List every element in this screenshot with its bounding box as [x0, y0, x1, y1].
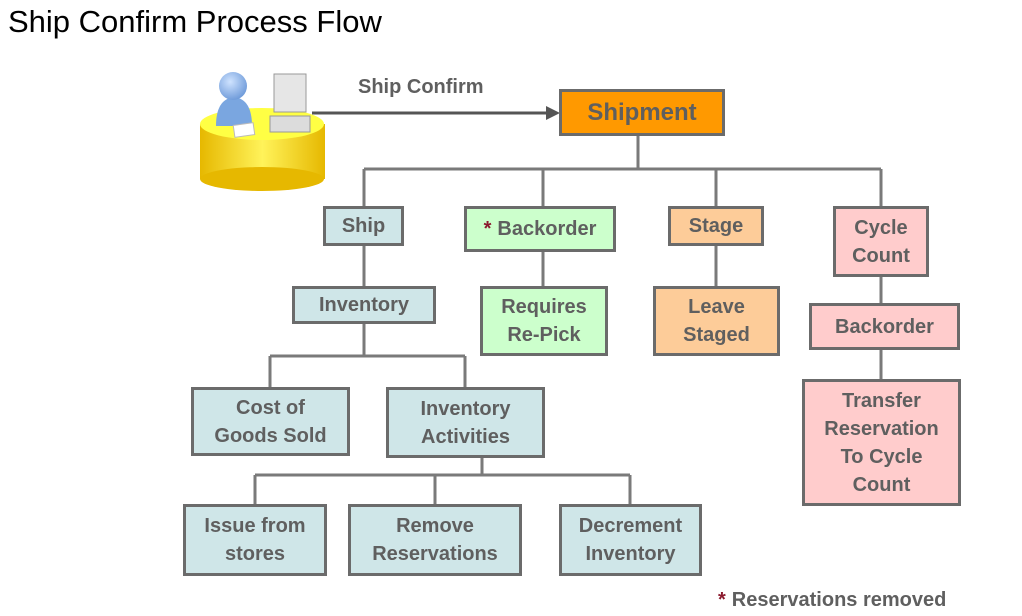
node-inventory: Inventory: [292, 286, 436, 324]
node-decrement-inventory: Decrement Inventory: [559, 504, 702, 576]
node-backorder: *Backorder: [464, 206, 616, 252]
node-issue-from-stores: Issue from stores: [183, 504, 327, 576]
user-at-workstation-icon: [200, 72, 325, 191]
node-ship: Ship: [323, 206, 404, 246]
node-requires-repick: Requires Re-Pick: [480, 286, 608, 356]
footnote-asterisk: *: [718, 589, 726, 611]
ship-confirm-label: Ship Confirm: [358, 76, 484, 98]
arrowhead-icon: [546, 106, 560, 120]
node-inventory-activities: Inventory Activities: [386, 387, 545, 458]
node-cycle-count: Cycle Count: [833, 206, 929, 277]
node-remove-reservations: Remove Reservations: [348, 504, 522, 576]
node-cc-backorder: Backorder: [809, 303, 960, 350]
node-stage: Stage: [668, 206, 764, 246]
footnote-text: Reservations removed: [731, 589, 947, 611]
node-backorder-label: Backorder: [497, 218, 597, 240]
node-cost-of-goods-sold: Cost of Goods Sold: [191, 387, 350, 456]
node-shipment: Shipment: [559, 89, 725, 136]
footnote: *Reservations removed: [718, 589, 946, 612]
page-title: Ship Confirm Process Flow: [8, 4, 382, 39]
node-leave-staged: Leave Staged: [653, 286, 780, 356]
node-transfer-reservation: Transfer Reservation To Cycle Count: [802, 379, 961, 506]
asterisk-marker: *: [483, 218, 492, 240]
